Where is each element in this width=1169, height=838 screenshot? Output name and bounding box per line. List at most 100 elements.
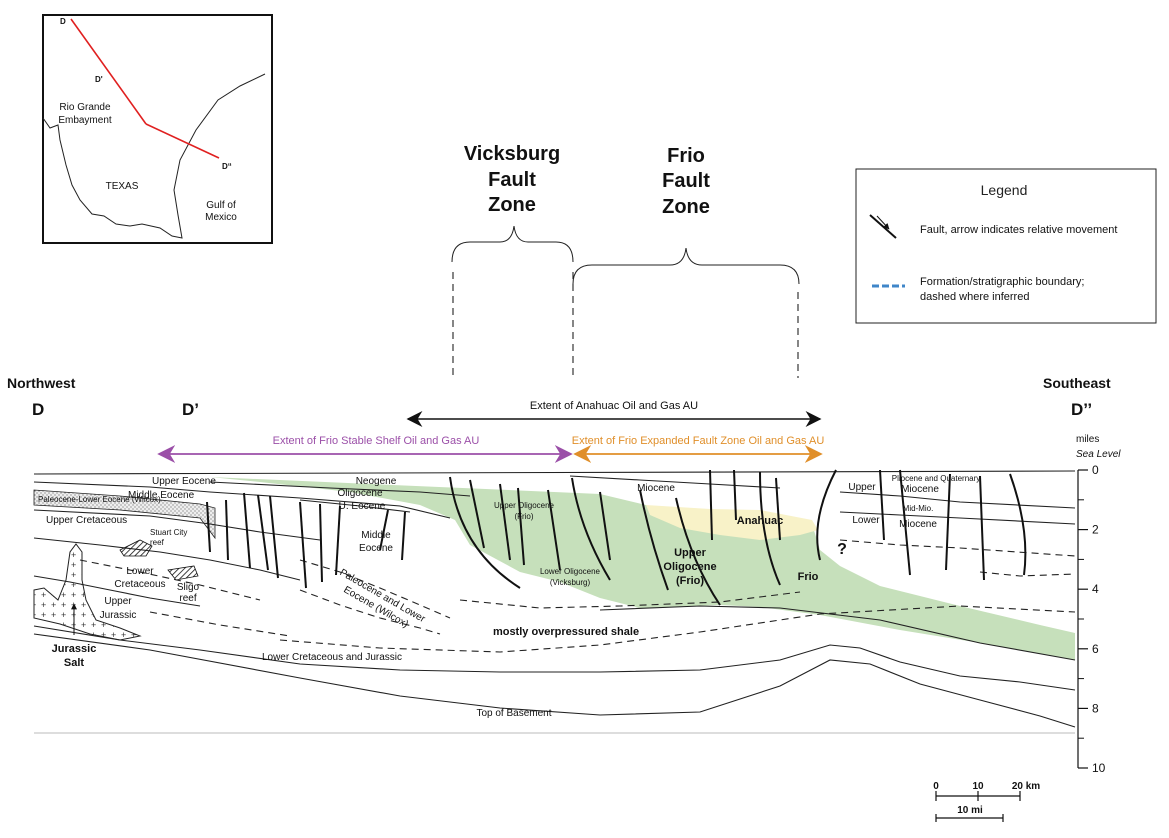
km-label-10: 10 — [972, 781, 984, 792]
legend-fault-arrow-icon — [876, 215, 890, 230]
label-upper-oligocene-frio-big-2: Oligocene — [663, 561, 716, 573]
sligo-base-dashed — [149, 611, 291, 637]
label-middle-eocene: Middle Eocene — [128, 490, 195, 501]
fault-8 — [335, 505, 341, 576]
wilcox-top-dashed — [299, 559, 451, 619]
frio-title-3: Zone — [662, 196, 710, 218]
label-middle-eocene-center-1: Middle — [361, 530, 391, 541]
lower-cretaceous-top — [79, 559, 261, 601]
legend: Legend Fault, arrow indicates relative m… — [855, 168, 1157, 324]
sea-level-line — [33, 470, 1076, 475]
fault-4 — [257, 494, 269, 571]
fault-26 — [899, 469, 911, 576]
label-mid-mio: Mid-Mio. — [903, 504, 934, 513]
label-upper-oligocene-frio-big-1: Upper — [674, 547, 707, 559]
wilcox-base-dashed — [299, 589, 441, 635]
wilcox-stipple — [33, 489, 216, 540]
km-label-0: 0 — [933, 781, 939, 792]
fault-23 — [775, 477, 781, 541]
label-miocene-right-2: Miocene — [899, 519, 937, 530]
frio-zone: Frio Fault Zone — [572, 145, 800, 378]
vicksburg-title-1: Vicksburg — [464, 143, 560, 165]
label-upper-oligocene-frio-1: Upper Oligocene — [494, 501, 555, 510]
label-pliocene-quaternary: Pliocene and Quaternary — [892, 474, 981, 483]
scale-bar: 0 10 20 km 10 mi — [933, 781, 1040, 822]
gulf-label-1: Gulf of — [206, 200, 236, 211]
stable-shelf-extent-label: Extent of Frio Stable Shelf Oil and Gas … — [273, 435, 480, 447]
depth-tick-label: 0 — [1092, 463, 1099, 477]
fault-17 — [599, 491, 611, 561]
label-stuart-city-2: reef — [150, 538, 165, 547]
vicksburg-title-3: Zone — [488, 194, 536, 216]
label-jurassic-salt-2: Salt — [64, 657, 85, 669]
lower-miocene-base — [839, 539, 1076, 557]
depth-tick-label: 2 — [1092, 523, 1099, 537]
mi-label: 10 mi — [957, 805, 983, 816]
label-neogene: Neogene — [356, 476, 397, 487]
fault-6 — [299, 501, 307, 589]
top-of-basement — [33, 633, 1076, 728]
depth-axis-unit: miles — [1076, 434, 1099, 445]
overpressure-top — [459, 591, 801, 609]
fault-3 — [243, 492, 251, 569]
fault-2 — [225, 499, 229, 561]
depth-tick-label: 4 — [1092, 582, 1099, 596]
label-question-mark: ? — [837, 541, 847, 558]
northwest-label: Northwest — [7, 375, 76, 391]
southeast-label: Southeast — [1043, 375, 1111, 391]
legend-boundary-text-1: Formation/stratigraphic boundary; — [920, 276, 1084, 288]
label-lower-cretaceous-jurassic: Lower Cretaceous and Jurassic — [262, 652, 402, 663]
point-d-prime: D’ — [182, 400, 199, 419]
embayment-label-1: Rio Grande — [59, 102, 111, 113]
fault-29 — [1009, 473, 1027, 576]
point-d-double: D’’ — [1071, 400, 1092, 419]
label-overpressured-shale: mostly overpressured shale — [493, 626, 639, 638]
inset-label-d: D — [60, 17, 66, 26]
legend-fault-icon — [869, 214, 897, 239]
vicksburg-zone: Vicksburg Fault Zone — [451, 143, 574, 378]
label-upper-oligocene-frio-big-3: (Frio) — [676, 575, 704, 587]
label-lower-oligocene-1: Lower Oligocene — [540, 567, 601, 576]
fault-18 — [639, 489, 669, 591]
mid-miocene-base — [839, 511, 1076, 525]
frio-green-wedge — [210, 477, 1075, 660]
fault-22 — [759, 471, 781, 586]
label-upper: Upper — [848, 482, 876, 493]
frio-bracket — [572, 247, 800, 285]
label-miocene: Miocene — [637, 483, 675, 494]
fault-16 — [571, 477, 611, 581]
depth-tick-label: 6 — [1092, 642, 1099, 656]
label-upper-cretaceous: Upper Cretaceous — [46, 515, 127, 526]
upper-miocene-base — [839, 491, 1076, 509]
fault-28 — [979, 475, 985, 581]
fault-21 — [733, 469, 737, 521]
km-label-20: 20 km — [1012, 781, 1040, 792]
frio-title-2: Fault — [662, 170, 710, 192]
frio-title-1: Frio — [667, 145, 705, 167]
legend-title: Legend — [981, 182, 1028, 198]
neogene-base — [209, 481, 471, 497]
fault-27 — [945, 473, 951, 571]
cross-section: Upper Eocene Middle Eocene Paleocene-Low… — [33, 469, 1076, 734]
embayment-label-2: Embayment — [58, 115, 112, 126]
texas-coastline — [42, 73, 266, 239]
label-wilcox: Paleocene-Lower Eocene (Wilcox) — [38, 495, 161, 504]
label-jurassic-salt-1: Jurassic — [52, 643, 97, 655]
anahuac-yellow-wedge — [646, 505, 818, 540]
label-upper-jurassic-1: Upper — [104, 596, 132, 607]
label-upper-eocene: Upper Eocene — [152, 476, 216, 487]
legend-fault-text: Fault, arrow indicates relative movement — [920, 224, 1117, 236]
label-top-of-basement: Top of Basement — [476, 708, 551, 719]
deep-miocene-dashed — [979, 571, 1076, 577]
label-oligocene: Oligocene — [337, 488, 382, 499]
gulf-label-2: Mexico — [205, 212, 237, 223]
label-upper-oligocene-frio-2: (Frio) — [514, 512, 533, 521]
oligocene-base — [299, 499, 411, 513]
section-line-nw — [70, 18, 147, 125]
legend-boundary-text-2: dashed where inferred — [920, 291, 1029, 303]
vicksburg-title-2: Fault — [488, 169, 536, 191]
label-lower-cretaceous-1: Lower — [126, 566, 154, 577]
